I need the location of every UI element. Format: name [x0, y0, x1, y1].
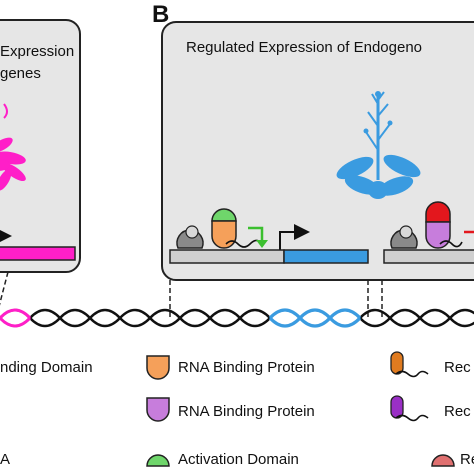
gene-track-blue	[283, 249, 369, 264]
gene-track-gray	[169, 249, 285, 264]
magenta-plant-icon	[0, 103, 26, 191]
panel-b: Regulated Expression of Endogeno	[161, 21, 474, 281]
legend-col3-label-2: Rec	[444, 403, 471, 420]
repressor-complex	[390, 201, 474, 249]
dna-blue-segment	[268, 308, 362, 328]
legend-purple-recruiter-icon	[390, 395, 429, 422]
legend-col1-label-2: A	[0, 451, 10, 468]
gene-track-gray-2	[383, 249, 474, 264]
legend-repression-domain-icon	[431, 454, 455, 467]
dna-helix	[0, 308, 474, 328]
dna-magenta-segment	[0, 308, 32, 328]
legend-orange-rbp-icon	[146, 355, 170, 380]
panel-b-box	[161, 21, 474, 281]
panel-a-title-line2: genes	[0, 65, 41, 82]
panel-a-title-line1: Expression	[0, 43, 74, 60]
legend-col2-label-3: Activation Domain	[178, 451, 299, 468]
orange-rbp-icon	[211, 220, 237, 249]
legend-col1-label-1: nding Domain	[0, 359, 93, 376]
promoter-arrow-icon	[279, 231, 296, 250]
legend-col3-label-1: Rec	[444, 359, 471, 376]
panel-a-box	[0, 19, 81, 273]
legend-orange-recruiter-icon	[390, 351, 429, 378]
activator-complex	[176, 208, 268, 249]
purple-rbp-icon	[425, 221, 451, 249]
panel-a: Expression genes	[0, 19, 81, 273]
panel-b-guide-lines	[169, 280, 383, 318]
dna-strand-2	[0, 308, 474, 328]
panel-a-arrow-icon	[0, 230, 12, 242]
legend: nding Domain A RNA Binding Protein RNA B…	[0, 351, 474, 468]
legend-col2-label-2: RNA Binding Protein	[178, 403, 315, 420]
repression-domain-icon	[425, 201, 451, 223]
panel-b-letter: B	[152, 1, 169, 28]
legend-purple-rbp-icon	[146, 397, 170, 422]
legend-activation-domain-icon	[146, 454, 170, 467]
legend-col2-label-1: RNA Binding Protein	[178, 359, 315, 376]
legend-col3-label-3: Repr	[460, 451, 474, 468]
dna-strand-1	[0, 308, 474, 328]
green-arrow-icon	[248, 226, 264, 244]
activation-domain-icon	[211, 208, 237, 222]
panel-b-title: Regulated Expression of Endogeno	[186, 39, 422, 56]
panel-a-gene-bar	[0, 246, 76, 261]
blue-plant-icon	[336, 91, 421, 199]
